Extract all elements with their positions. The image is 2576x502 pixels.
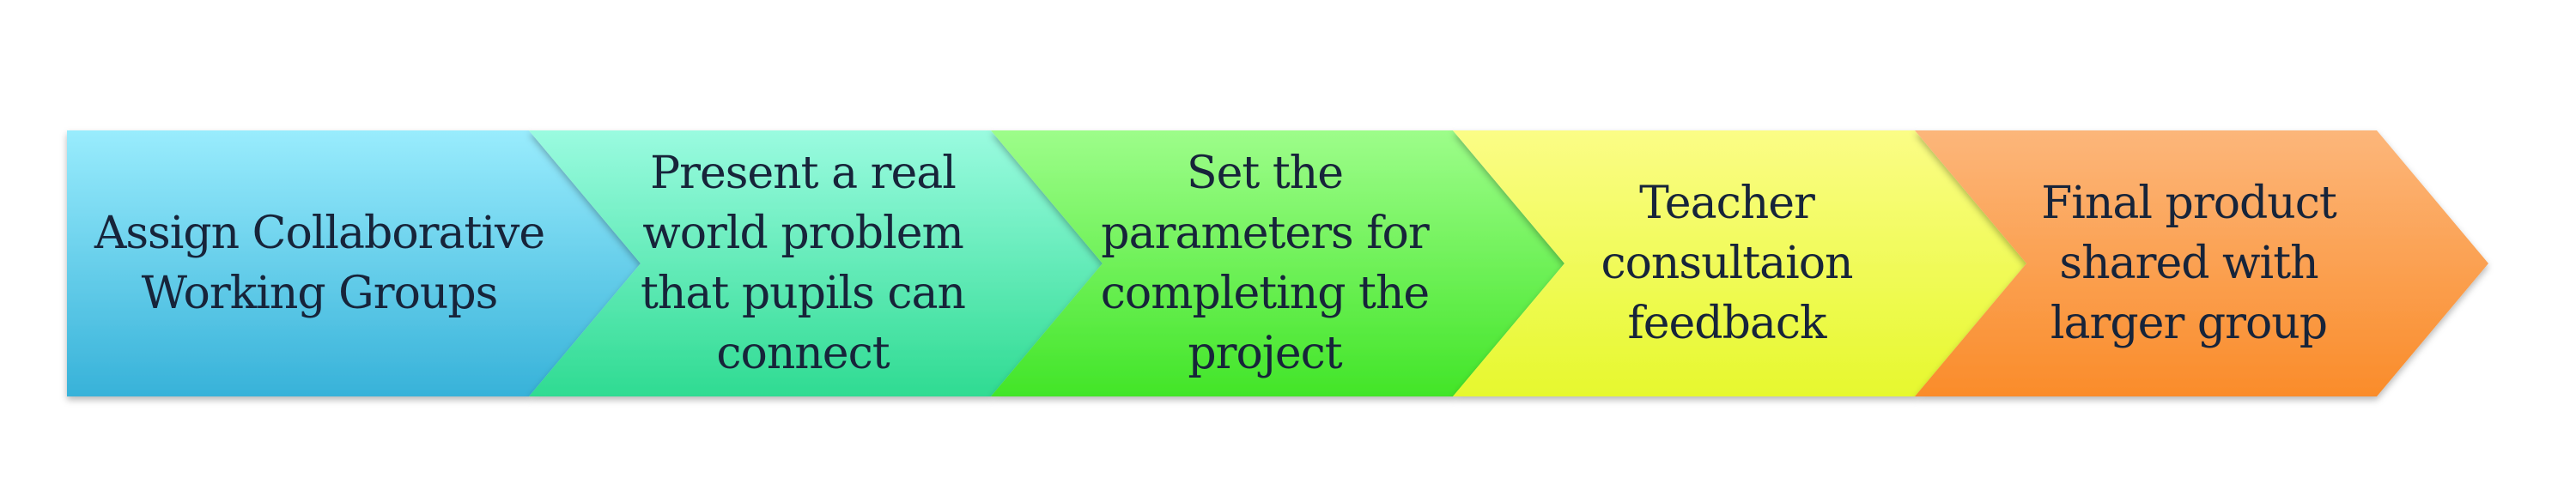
step-3-label: Set the parameters for completing the pr…	[1100, 148, 1430, 379]
step-5-label: Final product shared with larger group	[2041, 178, 2337, 349]
step-4-shape	[1453, 130, 2026, 396]
step-5-shape	[1915, 130, 2488, 396]
step-1-shape	[67, 130, 641, 396]
step-2-label: Present a real world problem that pupils…	[641, 148, 966, 379]
step-4-label: Teacher consultaion feedback	[1601, 178, 1853, 349]
step-1-label: Assign Collaborative Working Groups	[94, 208, 545, 319]
step-2-shape	[529, 130, 1103, 396]
step-3-shape	[991, 130, 1564, 396]
